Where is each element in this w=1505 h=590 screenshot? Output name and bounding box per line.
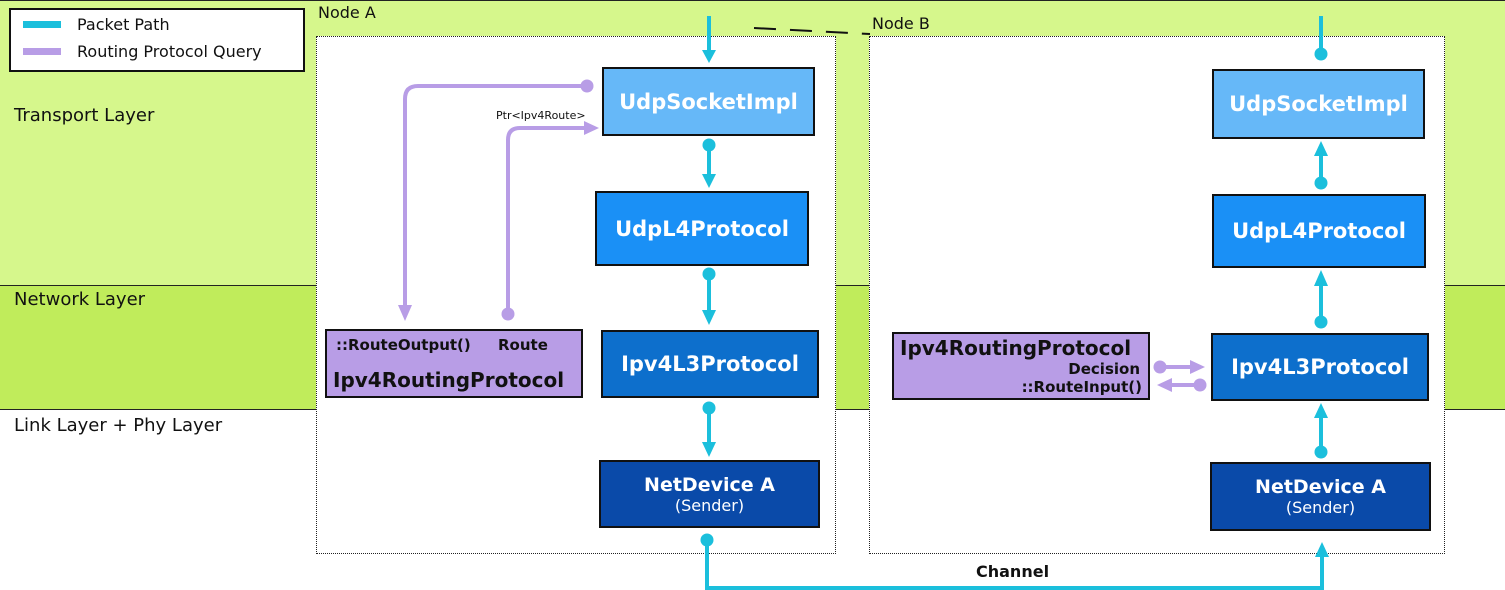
node-a-ipv4-l3-protocol: Ipv4L3Protocol (601, 330, 819, 398)
node-a-udp-l4-protocol: UdpL4Protocol (595, 191, 809, 266)
node-a-routing-protocol-label: Ipv4RoutingProtocol (333, 368, 565, 392)
node-a-netdevice-sub: (Sender) (674, 495, 745, 515)
packet-path-swatch (23, 20, 61, 28)
node-a-udp-l4-label: UdpL4Protocol (615, 216, 789, 241)
transport-layer-label: Transport Layer (14, 105, 155, 126)
node-a-netdevice: NetDevice A (Sender) (599, 460, 820, 528)
routing-query-swatch (23, 47, 61, 55)
decision-label: Decision (1068, 360, 1140, 378)
node-b-ipv4-l3-label: Ipv4L3Protocol (1231, 355, 1409, 379)
route-label: Route (498, 336, 548, 354)
legend-packet-path-label: Packet Path (77, 14, 170, 34)
node-a-ipv4-l3-label: Ipv4L3Protocol (621, 352, 799, 376)
legend: Packet Path Routing Protocol Query (9, 8, 305, 72)
node-b-netdevice-label: NetDevice A (1255, 476, 1386, 498)
node-b-netdevice-sub: (Sender) (1285, 498, 1356, 517)
node-a-title: Node A (318, 3, 376, 22)
network-layer-label: Network Layer (14, 289, 146, 310)
legend-routing-query: Routing Protocol Query (23, 41, 262, 61)
legend-packet-path: Packet Path (23, 14, 170, 34)
route-input-label: ::RouteInput() (1021, 378, 1142, 396)
node-a-netdevice-label: NetDevice A (644, 473, 775, 496)
node-a-udp-socket-impl: UdpSocketImpl (602, 67, 815, 136)
node-a-udp-socket-label: UdpSocketImpl (619, 89, 798, 114)
node-b-ipv4-routing-protocol: Ipv4RoutingProtocol Decision ::RouteInpu… (892, 332, 1150, 400)
channel-label: Channel (976, 562, 1050, 581)
node-b-udp-l4-label: UdpL4Protocol (1232, 219, 1406, 243)
node-b-udp-socket-impl: UdpSocketImpl (1212, 69, 1425, 139)
legend-routing-query-label: Routing Protocol Query (77, 41, 262, 61)
node-b-netdevice: NetDevice A (Sender) (1210, 462, 1431, 531)
ptr-ipv4route-label: Ptr<Ipv4Route> (496, 109, 586, 122)
route-output-label: ::RouteOutput() (336, 336, 471, 354)
link-layer-label: Link Layer + Phy Layer (14, 415, 223, 436)
node-a-ipv4-routing-protocol: ::RouteOutput() Route Ipv4RoutingProtoco… (325, 329, 583, 398)
node-b-udp-socket-label: UdpSocketImpl (1229, 92, 1408, 116)
node-b-ipv4-l3-protocol: Ipv4L3Protocol (1211, 333, 1429, 401)
node-b-udp-l4-protocol: UdpL4Protocol (1212, 194, 1426, 268)
node-b-title: Node B (872, 14, 930, 33)
node-b-routing-protocol-label: Ipv4RoutingProtocol (900, 336, 1132, 360)
